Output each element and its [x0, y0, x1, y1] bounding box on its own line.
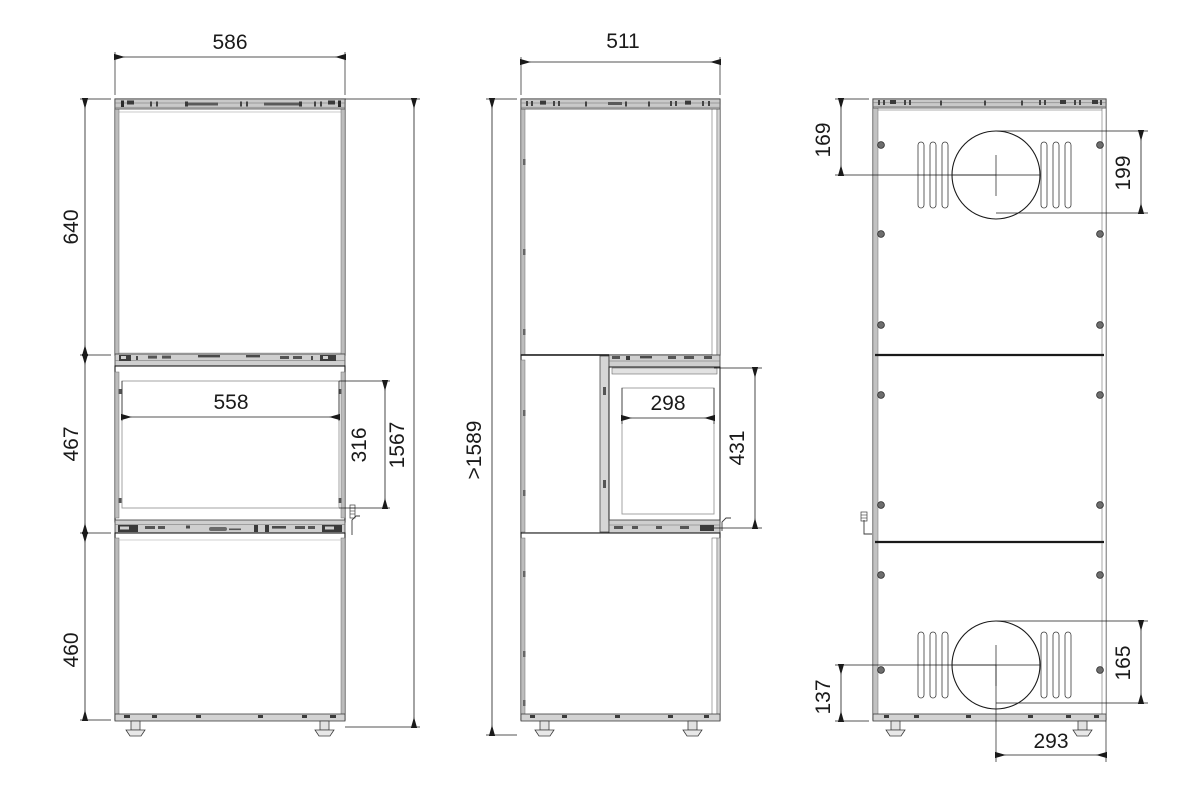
dim-label-460: 460 — [60, 632, 83, 667]
dimension-front-mid-height: 467 — [60, 354, 111, 534]
side-bottom-section — [520, 532, 721, 721]
adjustable-foot — [534, 720, 555, 737]
adjustable-foot — [1072, 720, 1093, 737]
adjustable-foot — [682, 720, 703, 737]
front-body-outline — [114, 98, 346, 356]
dim-label-467: 467 — [60, 426, 83, 461]
front-bottom-section — [114, 532, 346, 721]
dim-label-316: 316 — [348, 427, 371, 462]
side-view: 511 >1589 298 431 — [463, 30, 762, 737]
dimension-front-opening-height: 316 — [339, 380, 390, 509]
adjustable-foot — [314, 720, 335, 737]
dim-label-165: 165 — [1112, 645, 1135, 680]
dim-label-293: 293 — [1033, 730, 1068, 753]
front-middle-section — [114, 365, 346, 523]
side-middle-left-panel — [520, 354, 610, 534]
dim-label-558: 558 — [213, 391, 248, 414]
adjustable-foot — [885, 720, 906, 737]
dimension-side-width: 511 — [520, 30, 721, 95]
dimension-rear-top-flue-height: 199 — [996, 130, 1148, 214]
front-top-hardware-band — [114, 98, 346, 110]
dim-label-199: 199 — [1112, 155, 1135, 190]
dim-label-1567: 1567 — [386, 422, 409, 469]
dim-label-640: 640 — [60, 209, 83, 244]
adjustable-foot — [125, 720, 146, 737]
side-base-and-feet — [520, 713, 721, 737]
dim-label-169: 169 — [812, 122, 835, 157]
dimension-front-total-height: 1567 — [345, 98, 420, 728]
dim-label-586: 586 — [212, 31, 247, 54]
dimension-side-opening-height: 431 — [714, 367, 762, 529]
side-door-assembly — [599, 354, 731, 534]
rear-fastener-screws — [877, 141, 1104, 674]
dim-label-511: 511 — [606, 30, 639, 53]
side-top-hardware-band — [520, 98, 721, 110]
rear-base-and-feet — [872, 713, 1107, 737]
dimension-rear-flue-center-x: 293 — [995, 665, 1107, 762]
dimension-front-opening-width: 558 — [121, 381, 340, 421]
dim-label-1589: >1589 — [463, 421, 486, 480]
dimension-front-top-height: 640 — [60, 98, 111, 356]
rear-view: 169 199 137 165 — [812, 98, 1148, 762]
rear-top-hardware-band — [872, 98, 1107, 111]
dimension-front-bottom-height: 460 — [60, 532, 111, 721]
dimension-rear-bottom-flue-height: 165 — [996, 620, 1148, 704]
front-view: 586 640 467 460 — [60, 31, 420, 737]
dimension-side-opening-width: 298 — [621, 388, 715, 424]
dimension-rear-bottom-offset: 137 — [812, 664, 996, 722]
dim-label-137: 137 — [812, 679, 835, 714]
dimension-rear-top-offset: 169 — [812, 98, 996, 176]
dimension-front-width: 586 — [114, 31, 346, 95]
front-base-and-feet — [114, 713, 346, 737]
side-upper-section — [520, 98, 721, 356]
dimension-side-total-height: >1589 — [463, 98, 517, 736]
rear-section-joints — [860, 353, 1104, 544]
dim-label-298: 298 — [650, 392, 685, 415]
dim-label-431: 431 — [726, 430, 749, 465]
